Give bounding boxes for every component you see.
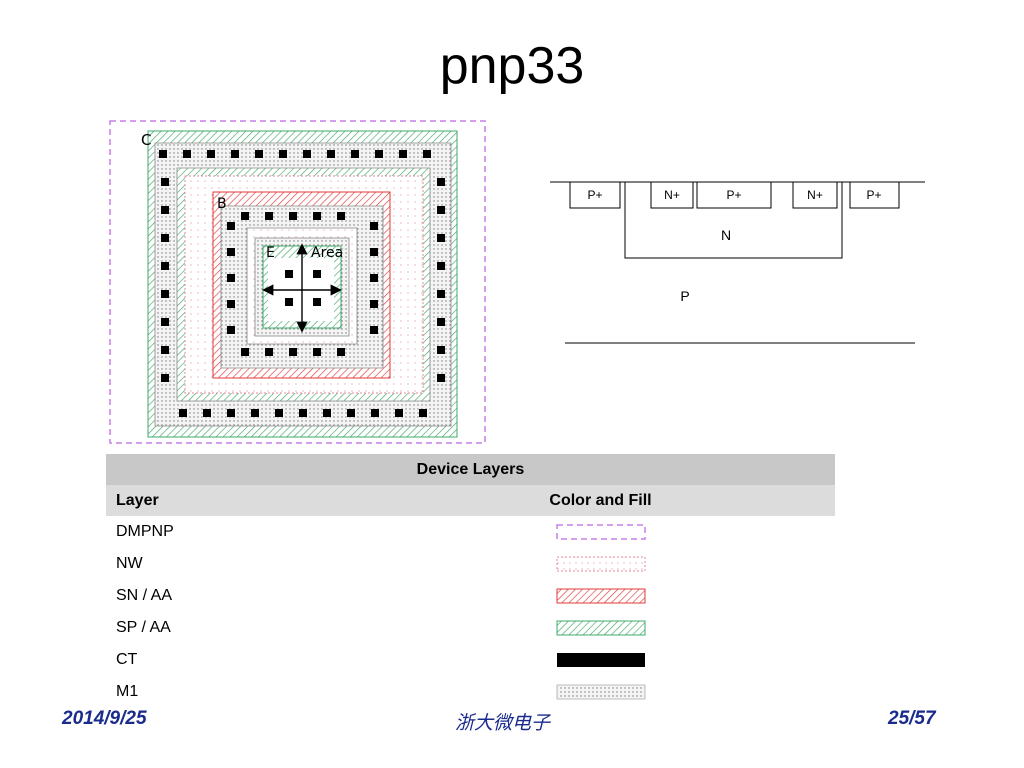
footer-page-number: 25/57 [888,708,936,729]
page-title: pnp33 [439,37,585,95]
region-label: P+ [726,188,741,202]
legend-row: DMPNP [106,516,835,548]
nwell-label: N [721,227,731,243]
substrate-label: P [680,288,689,304]
swatch-sn [556,588,645,604]
region-n-plus-2 [792,181,838,209]
region-label: N+ [807,188,823,202]
legend-row: SN / AA [106,580,835,612]
label-collector: C [141,131,151,149]
region-p-plus-1 [569,181,621,209]
base-contacts [227,212,378,356]
legend-title: Device Layers [106,454,835,485]
layer-name: M1 [116,683,139,700]
layer-name: CT [116,651,138,668]
cross-section-diagram: P+ N+ P+ N+ P+ N P [550,181,925,344]
label-area: Area [311,245,343,261]
dmpnp-boundary [109,120,486,444]
collector-m1-ring [154,142,452,427]
legend-col-fill: Color and Fill [366,485,835,516]
swatch-ct [556,652,645,667]
collector-contacts [159,150,445,417]
swatch-nw [556,556,645,572]
legend-col-layer: Layer [106,485,366,516]
nwell-outline [624,182,843,259]
swatch-m1 [556,684,645,700]
device-layers-table: Device Layers Layer Color and Fill DMPNP… [106,454,835,708]
layer-name: DMPNP [116,523,174,540]
region-p-plus-2 [696,181,772,209]
footer-organization: 浙大微电子 [455,712,551,734]
legend-row: NW [106,548,835,580]
label-emitter: E [266,245,275,261]
region-label: P+ [866,188,881,202]
legend-row: CT [106,644,835,676]
layer-name: SP / AA [116,619,171,636]
layer-name: SN / AA [116,587,173,604]
swatch-dmpnp [555,524,646,540]
swatch-sp [556,620,645,636]
region-p-plus-3 [849,181,900,209]
footer-date: 2014/9/25 [62,708,147,729]
base-m1-ring [220,205,384,369]
legend-row: M1 [106,676,835,708]
layout-diagram: C B E Area [109,120,486,444]
legend-row: SP / AA [106,612,835,644]
region-label: P+ [587,188,602,202]
region-label: N+ [664,188,680,202]
layer-name: NW [116,555,143,572]
label-base: B [217,196,227,212]
region-n-plus-1 [650,181,694,209]
emitter-contacts [285,270,321,306]
